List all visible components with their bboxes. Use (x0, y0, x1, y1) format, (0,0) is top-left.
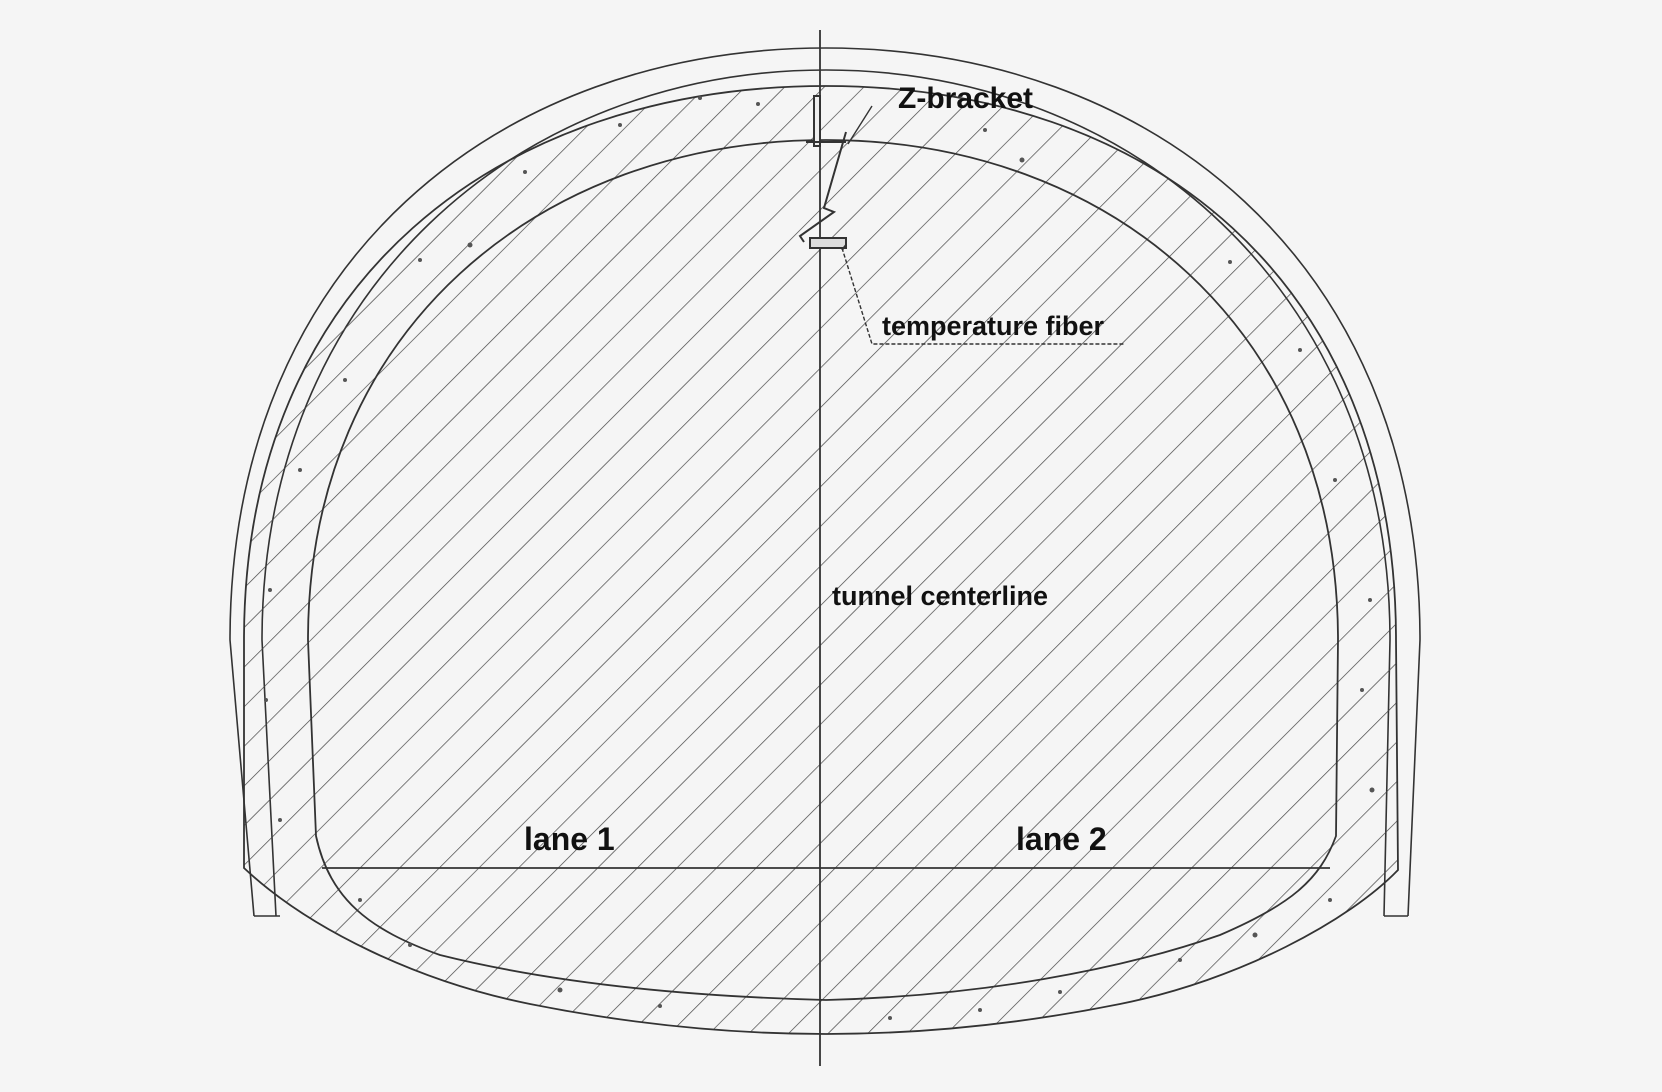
z-bracket-icon (798, 95, 847, 251)
z-bracket-leader (847, 105, 873, 145)
label-tunnel-centerline: tunnel centerline (832, 581, 1048, 611)
label-temperature-fiber: temperature fiber (882, 311, 1105, 341)
label-lane-2: lane 2 (1016, 821, 1107, 857)
aggregate-dots (264, 96, 1375, 1020)
temperature-fiber-leader (841, 247, 1124, 345)
label-z-bracket: Z-bracket (898, 82, 1033, 115)
label-lane-1: lane 1 (524, 821, 615, 857)
